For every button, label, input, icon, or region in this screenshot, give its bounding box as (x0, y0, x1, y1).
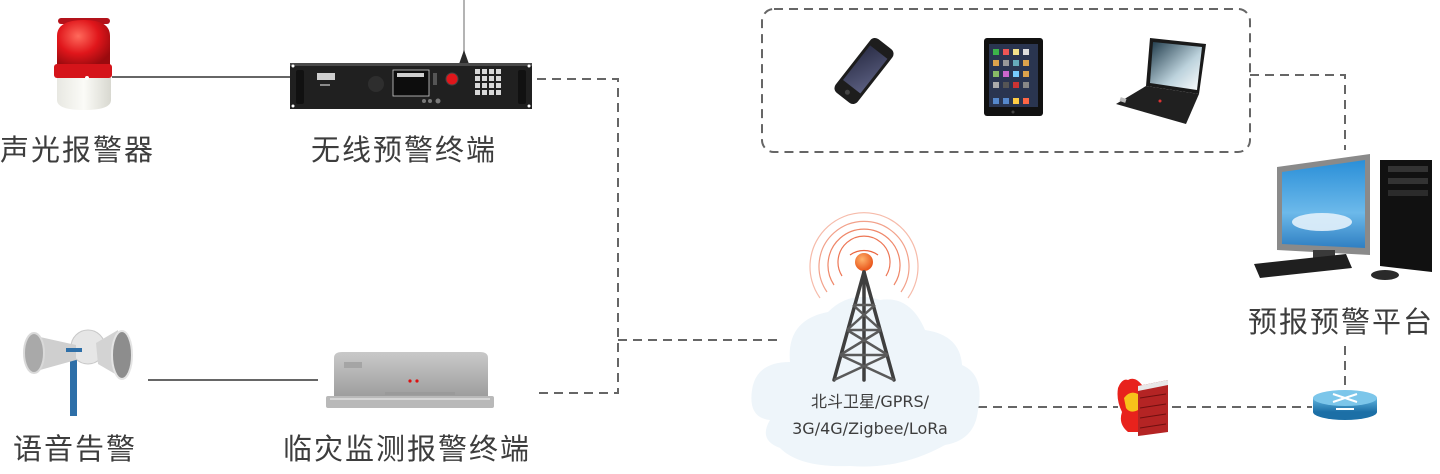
edge-terminal-to-network (537, 78, 619, 394)
network-label: 北斗卫星/GPRS/ 3G/4G/Zigbee/LoRa (770, 388, 970, 442)
edge-clients-to-platform (1250, 74, 1346, 150)
firewall-icon (1117, 378, 1168, 436)
loudspeaker-horn-icon (23, 329, 133, 416)
client-devices-group-border (761, 8, 1251, 153)
voice-horn-label: 语音告警 (13, 432, 138, 466)
radio-tower-icon (809, 212, 919, 382)
dashed-links (537, 8, 1346, 408)
desktop-computer-icon (1254, 154, 1432, 280)
network-label-line2: 3G/4G/Zigbee/LoRa (792, 419, 948, 438)
cloud-shape (751, 296, 980, 467)
laptop-icon (1116, 38, 1206, 124)
monitor-terminal-label: 临灾监测报警终端 (283, 432, 532, 466)
smartphone-icon (834, 38, 894, 104)
wireless-terminal-label: 无线预警终端 (311, 133, 498, 167)
network-cloud (751, 296, 980, 467)
connections (112, 8, 1346, 408)
network-label-line1: 北斗卫星/GPRS/ (810, 392, 930, 411)
platform-label: 预报预警平台 (1248, 305, 1435, 339)
strobe-alarm-light-icon (54, 18, 112, 110)
alarm-light-label: 声光报警器 (0, 133, 156, 167)
tablet-icon (984, 38, 1043, 116)
monitoring-box-icon (326, 352, 494, 408)
router-icon (1313, 390, 1377, 420)
rack-terminal-icon (290, 0, 532, 109)
